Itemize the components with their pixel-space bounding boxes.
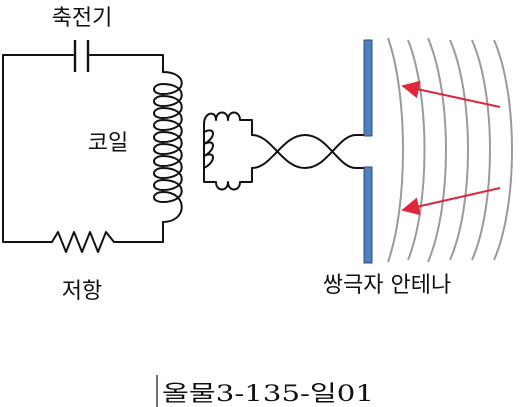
wave-direction-arrows <box>401 80 501 216</box>
capacitor-label: 축전기 <box>52 6 113 31</box>
coil-symbol <box>153 71 183 223</box>
resistor-symbol <box>41 221 164 253</box>
arrow-lower <box>401 187 501 216</box>
antenna-lower-element <box>363 166 373 264</box>
figure-caption: 올물3-135-일01 <box>156 375 374 407</box>
dipole-antenna <box>363 39 373 264</box>
arrow-upper <box>401 80 501 108</box>
pickup-coil <box>203 111 253 191</box>
dipole-antenna-label: 쌍극자 안테나 <box>323 273 451 298</box>
resistor-label: 저항 <box>62 279 102 304</box>
caption-text: 올물3-135-일01 <box>162 382 374 407</box>
wavefronts <box>387 37 513 263</box>
lc-circuit <box>2 40 183 253</box>
coil-label: 코일 <box>88 131 128 156</box>
twisted-pair-line <box>251 134 369 169</box>
antenna-upper-element <box>363 39 373 137</box>
